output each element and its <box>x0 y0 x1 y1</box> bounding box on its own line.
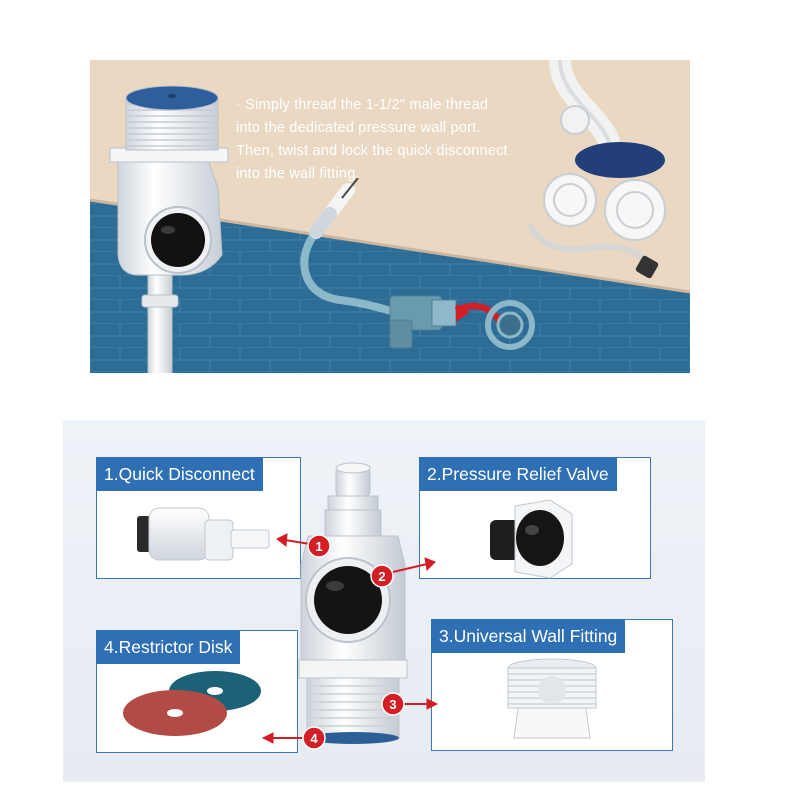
pressure-relief-valve-image <box>490 499 573 579</box>
callout-arrows <box>261 533 439 744</box>
parts-diagram: 1.Quick Disconnect 2.Pressure Relief Val… <box>63 420 705 782</box>
quick-disconnect-image <box>137 507 270 561</box>
callout-number: 3 <box>389 697 396 712</box>
part-title-quick-disconnect: 1.Quick Disconnect <box>96 457 263 491</box>
part-box-quick-disconnect: 1.Quick Disconnect <box>96 457 301 579</box>
callout-number: 1 <box>315 539 322 554</box>
callout-badge-4: 4 <box>302 726 326 750</box>
callout-badge-3: 3 <box>381 692 405 716</box>
instruction-line-4: into the wall fitting. <box>236 166 360 182</box>
pool-water <box>90 200 690 373</box>
callout-number: 4 <box>310 731 318 746</box>
callout-number: 2 <box>378 569 385 584</box>
part-box-universal-wall-fitting: 3.Universal Wall Fitting <box>431 619 673 751</box>
universal-wall-fitting-image <box>507 658 597 739</box>
callout-badges: 1 2 3 4 <box>302 534 405 750</box>
instruction-line-1: · Simply thread the 1-1/2" male thread <box>236 94 566 117</box>
pool-cleaner-illustration <box>527 60 666 279</box>
part-title-universal-wall-fitting: 3.Universal Wall Fitting <box>431 619 626 653</box>
part-box-restrictor-disk: 4.Restrictor Disk <box>96 630 298 753</box>
installation-instructions: · Simply thread the 1-1/2" male thread i… <box>236 94 566 186</box>
callout-badge-2: 2 <box>370 564 394 588</box>
part-box-pressure-relief-valve: 2.Pressure Relief Valve <box>419 457 651 579</box>
restrictor-disk-image <box>123 671 261 736</box>
wall-fitting-illustration <box>109 85 229 373</box>
installation-illustration: · Simply thread the 1-1/2" male thread i… <box>90 60 690 373</box>
hose-illustration <box>300 177 535 350</box>
part-title-pressure-relief-valve: 2.Pressure Relief Valve <box>419 457 617 491</box>
callout-badge-1: 1 <box>307 534 331 558</box>
instruction-line-2: into the dedicated pressure wall port. <box>236 120 481 136</box>
installation-scene <box>90 60 690 373</box>
instruction-line-3: Then, twist and lock the quick disconnec… <box>236 143 508 159</box>
part-title-restrictor-disk: 4.Restrictor Disk <box>96 630 241 664</box>
bullet: · <box>236 97 242 113</box>
instruction-text: Simply thread the 1-1/2" male thread <box>245 97 489 113</box>
